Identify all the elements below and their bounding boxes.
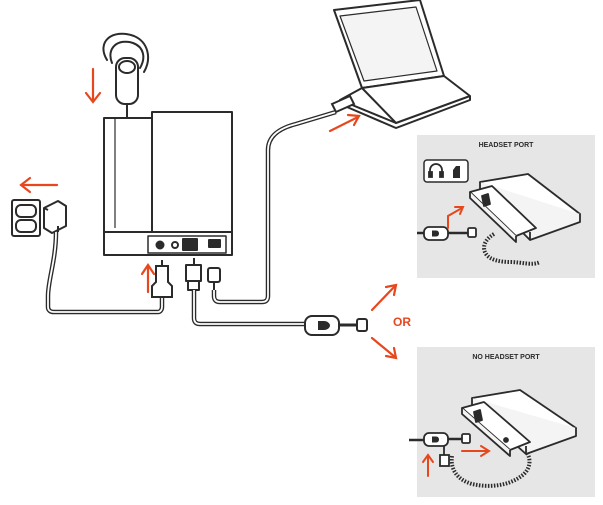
panel2-adapter [409, 432, 471, 467]
desk-phone-1 [469, 173, 581, 243]
headset-icon [428, 163, 444, 178]
arrow-panel2-right [461, 445, 491, 457]
arrow-outlet-left [19, 176, 59, 194]
coiled-cord-1 [482, 232, 541, 266]
panel-no-headset-port: NO HEADSET PORT [409, 347, 595, 497]
usb-connector [207, 267, 221, 290]
power-jack [151, 260, 173, 298]
arrow-or-up [370, 283, 398, 312]
or-label: OR [393, 315, 411, 329]
panel-headset-port: HEADSET PORT [417, 135, 595, 278]
no-headset-port-title: NO HEADSET PORT [472, 354, 540, 361]
laptop [333, 0, 471, 129]
phone-cable [191, 290, 306, 327]
arrow-headset-down [84, 67, 102, 104]
phone-adapter [304, 315, 368, 336]
phone-handset-icon [453, 166, 460, 178]
wall-outlet [11, 199, 41, 237]
headset-port-title: HEADSET PORT [479, 142, 535, 149]
arrow-jack-up [140, 263, 156, 294]
headset [102, 32, 150, 119]
usb-plug [330, 94, 356, 114]
panel1-adapter [417, 226, 477, 241]
arrow-panel1 [447, 206, 465, 229]
arrow-laptop [328, 113, 361, 133]
arrow-or-down [370, 336, 398, 360]
power-adapter [43, 200, 67, 234]
coiled-cord-2 [449, 450, 532, 488]
arrow-panel2-up [422, 453, 434, 477]
base-station [103, 111, 233, 256]
phone-connector [185, 258, 202, 291]
desk-phone-2 [461, 389, 577, 457]
